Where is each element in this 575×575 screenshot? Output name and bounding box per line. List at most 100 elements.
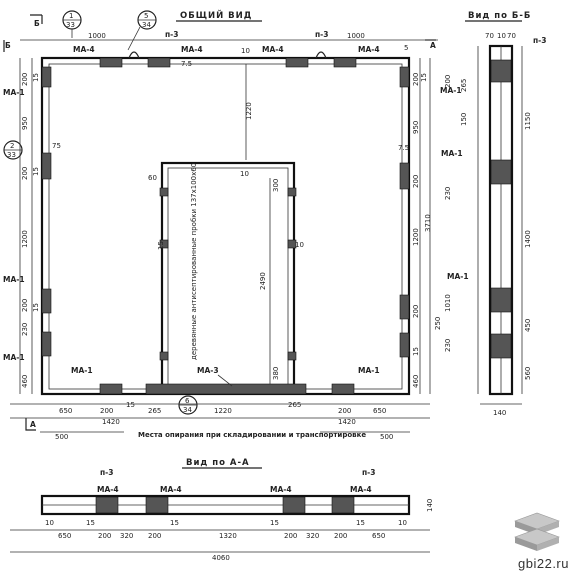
wood-plug xyxy=(159,187,169,197)
callout-2-sheet: 33 xyxy=(7,151,16,159)
label-ma1-left: МА-1 xyxy=(3,88,25,97)
label-ma1-right: МА-1 xyxy=(447,272,469,281)
dim-450: 450 xyxy=(524,319,532,332)
callout-6-num: 6 xyxy=(185,397,190,405)
embedded-part-right xyxy=(399,66,410,88)
dim-560: 560 xyxy=(524,367,532,380)
embedded-part-ma4 xyxy=(285,57,309,68)
panel-outline xyxy=(40,56,411,396)
dim-10: 10 xyxy=(295,241,304,249)
support-places-note: Места опирания при складировании и транс… xyxy=(138,431,366,439)
dim-5: 5 xyxy=(404,44,408,52)
embedded-part-aa xyxy=(145,496,169,514)
label-p3-bb: п-3 xyxy=(533,36,547,45)
dim-7_5: 7.5 xyxy=(181,60,192,68)
embedded-part-bb xyxy=(490,287,512,313)
dim-1420: 1420 xyxy=(338,418,356,426)
dim-15: 15 xyxy=(32,73,40,82)
label-ma1-right: МА-1 xyxy=(441,149,463,158)
dim-200: 200 xyxy=(412,73,420,86)
label-ma1-left: МА-1 xyxy=(3,353,25,362)
wood-plug xyxy=(287,351,297,361)
embedded-part-ma1 xyxy=(331,383,355,395)
dim-4060: 4060 xyxy=(212,554,230,562)
embedded-part-left xyxy=(41,288,52,314)
dim-200: 200 xyxy=(334,532,347,540)
dim-15: 15 xyxy=(157,241,165,250)
dim-650: 650 xyxy=(59,407,72,415)
dim-1400: 1400 xyxy=(524,230,532,248)
label-p3: п-3 xyxy=(165,30,179,39)
title-general-view: ОБЩИЙ ВИД xyxy=(180,9,252,21)
dim-200: 200 xyxy=(21,299,29,312)
embedded-part-ma1 xyxy=(99,383,123,395)
label-ma4: МА-4 xyxy=(358,45,380,54)
side-embedded-parts xyxy=(41,66,410,358)
wood-plug xyxy=(287,239,297,249)
label-ma4-aa: МА-4 xyxy=(160,485,182,494)
dim-2490: 2490 xyxy=(259,272,267,290)
label-ma4-aa: МА-4 xyxy=(97,485,119,494)
section-mark-a-top: А xyxy=(430,41,436,50)
dim-650: 650 xyxy=(58,532,71,540)
lifting-loop-icon xyxy=(315,51,327,59)
embedded-part-ma4 xyxy=(147,57,171,68)
embedded-part-left xyxy=(41,331,52,357)
title-view-bb: Вид по Б-Б xyxy=(468,11,531,21)
embedded-part-aa xyxy=(282,496,306,514)
dim-15: 15 xyxy=(420,73,428,82)
dim-460: 460 xyxy=(412,375,420,388)
embedded-part-left xyxy=(41,66,52,88)
dim-200: 200 xyxy=(284,532,297,540)
dim-15: 15 xyxy=(86,519,95,527)
dim-10: 10 xyxy=(398,519,407,527)
bottom-embedded-parts xyxy=(99,383,355,395)
dim-250: 250 xyxy=(434,317,442,330)
dim-1200: 1200 xyxy=(21,230,29,248)
embedded-part-right xyxy=(399,332,410,358)
dim-1150: 1150 xyxy=(524,112,532,130)
dim-15: 15 xyxy=(170,519,179,527)
dim-140: 140 xyxy=(493,409,506,417)
dim-3710: 3710 xyxy=(424,214,432,232)
dim-15: 15 xyxy=(270,519,279,527)
dim-265: 265 xyxy=(288,401,301,409)
lifting-loop-icon xyxy=(128,51,140,59)
label-p3-aa: п-3 xyxy=(100,468,114,477)
label-ma1-bottom: МА-1 xyxy=(358,366,380,375)
view-bb xyxy=(477,44,523,405)
dim-10: 10 xyxy=(45,519,54,527)
dim-10: 10 xyxy=(241,47,250,55)
callout-1-sheet: 33 xyxy=(66,21,75,29)
dim-60: 60 xyxy=(148,174,157,182)
embedded-part-ma4 xyxy=(99,57,123,68)
dim-950: 950 xyxy=(412,121,420,134)
title-view-aa: Вид по А-А xyxy=(186,458,250,468)
section-mark-a-bottom: А xyxy=(30,420,36,429)
embedded-part-bb xyxy=(490,59,512,83)
embedded-part-right xyxy=(399,294,410,320)
dim-200: 200 xyxy=(21,167,29,180)
dim-230: 230 xyxy=(444,187,452,200)
dim-1220: 1220 xyxy=(245,102,253,120)
dim-320: 320 xyxy=(306,532,319,540)
label-ma4: МА-4 xyxy=(181,45,203,54)
dim-950: 950 xyxy=(21,117,29,130)
dim-200: 200 xyxy=(148,532,161,540)
wood-plugs-note: деревянные антисептированные пробки 137x… xyxy=(190,163,198,360)
dim-320: 320 xyxy=(120,532,133,540)
dim-1000: 1000 xyxy=(347,32,365,40)
callout-1-num: 1 xyxy=(69,12,73,20)
callout-5-sheet: 34 xyxy=(142,21,151,29)
dim-200: 200 xyxy=(412,305,420,318)
callout-6-sheet: 34 xyxy=(183,406,192,414)
dim-1320: 1320 xyxy=(219,532,237,540)
door-opening xyxy=(160,161,296,392)
embedded-part-aa xyxy=(331,496,355,514)
dim-200: 200 xyxy=(21,73,29,86)
dim-1010: 1010 xyxy=(444,294,452,312)
section-mark-b-top: Б xyxy=(34,19,40,28)
dim-265: 265 xyxy=(148,407,161,415)
label-ma1-right: МА-1 xyxy=(440,86,462,95)
